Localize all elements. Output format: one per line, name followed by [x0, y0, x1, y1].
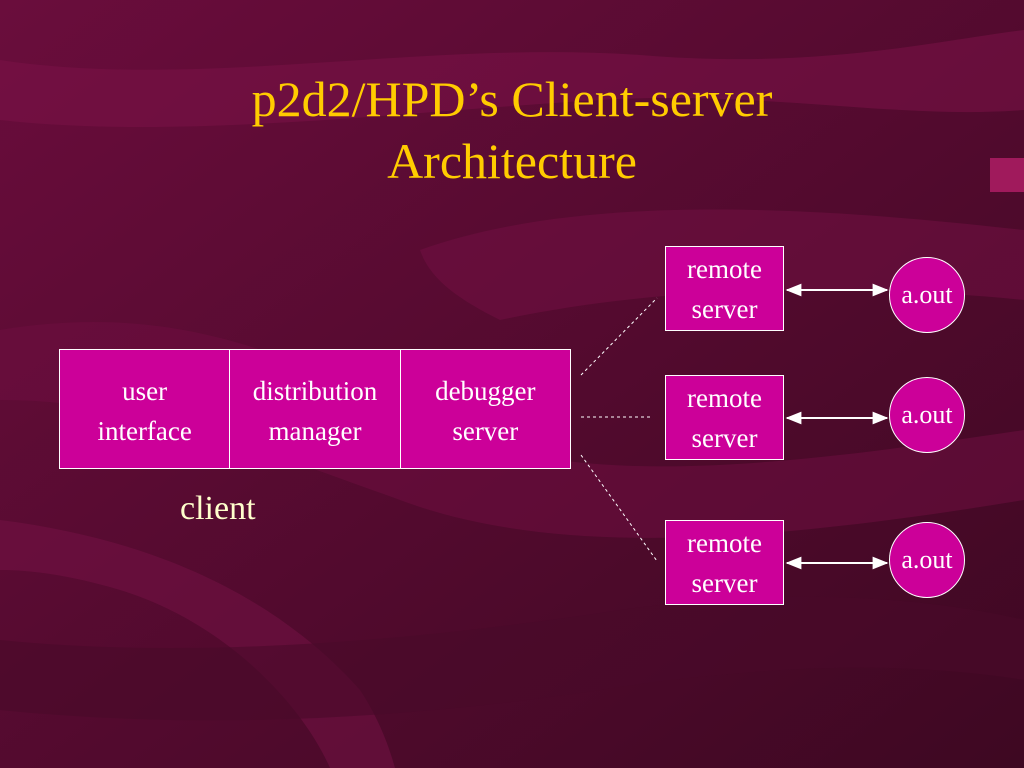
- swoosh-bottom: [0, 596, 1024, 721]
- server-label-line1: remote: [687, 254, 762, 284]
- server-label-line1: remote: [687, 383, 762, 413]
- title-line-2: Architecture: [387, 133, 637, 189]
- cell-label-line1: distribution: [252, 376, 378, 406]
- cell-label-line1: debugger: [435, 376, 536, 406]
- user-interface-cell: user interface: [60, 350, 229, 468]
- distribution-manager-cell: distribution manager: [229, 350, 399, 468]
- client-box: user interface distribution manager debu…: [59, 349, 571, 469]
- server-label-line1: remote: [687, 528, 762, 558]
- remote-server-box-3: remote server: [665, 520, 784, 605]
- title-line-1: p2d2/HPD’s Client-server: [251, 71, 773, 127]
- aout-process-2: a.out: [889, 377, 965, 453]
- client-label: client: [180, 490, 256, 527]
- slide-title: p2d2/HPD’s Client-server Architecture: [112, 68, 912, 192]
- remote-server-box-2: remote server: [665, 375, 784, 460]
- aout-process-3: a.out: [889, 522, 965, 598]
- remote-server-box-1: remote server: [665, 246, 784, 331]
- swoosh-top: [0, 30, 1024, 127]
- server-label-line2: server: [691, 423, 758, 453]
- dashed-link-top: [580, 297, 658, 376]
- dashed-link-bottom: [580, 454, 658, 562]
- cell-label-line2: server: [452, 416, 519, 446]
- cell-label-line2: manager: [268, 416, 362, 446]
- aout-process-1: a.out: [889, 257, 965, 333]
- right-edge-tab: [990, 158, 1024, 192]
- debugger-server-cell: debugger server: [399, 350, 570, 468]
- cell-label-line2: interface: [97, 416, 192, 446]
- server-label-line2: server: [691, 568, 758, 598]
- server-label-line2: server: [691, 294, 758, 324]
- cell-label-line1: user: [122, 376, 168, 406]
